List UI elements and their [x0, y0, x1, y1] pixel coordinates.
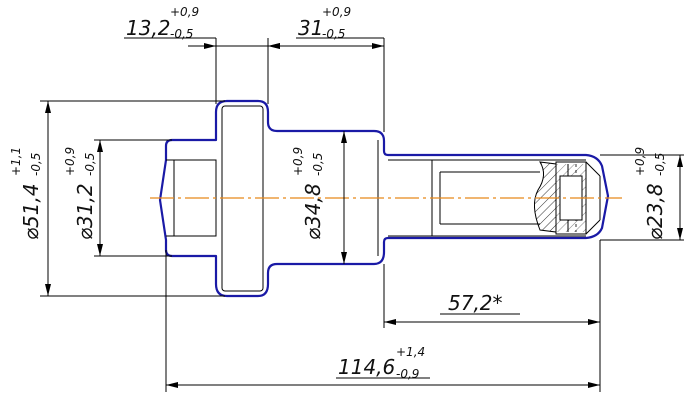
dim-d23-8-value: ⌀23,8 — [643, 183, 667, 240]
dim-d31-2-upper: +0,9 — [63, 147, 77, 176]
shaft-outline — [158, 99, 610, 298]
dim-d31-2: ⌀31,2 +0,9 -0,5 — [63, 147, 97, 240]
dim-d51-4: ⌀51,4 +1,1 -0,5 — [9, 147, 43, 240]
dim-31-value: 31 — [298, 16, 323, 40]
dim-d31-2-lower: -0,5 — [83, 153, 97, 176]
dim-d23-8-upper: +0,9 — [633, 147, 647, 176]
dimension-arrows — [45, 43, 683, 388]
dim-114-6-lower: -0,9 — [396, 367, 419, 381]
dim-114-6-value: 114,6 — [338, 355, 395, 379]
dim-d23-8-lower: -0,5 — [653, 153, 667, 176]
dim-d34-8-lower: -0,5 — [311, 153, 325, 176]
dim-d51-4-lower: -0,5 — [29, 153, 43, 176]
dim-13-2-upper: +0,9 — [170, 5, 199, 19]
shaft-inner-details — [166, 105, 601, 292]
dim-13-2: 13,2 +0,9 -0,5 — [126, 5, 199, 41]
dimension-lines — [40, 37, 684, 392]
dim-31-upper: +0,9 — [322, 5, 351, 19]
dim-57-2: 57,2* — [448, 291, 503, 315]
dim-d34-8-upper: +0,9 — [291, 147, 305, 176]
dim-31-lower: -0,5 — [322, 27, 345, 41]
dim-d34-8-value: ⌀34,8 — [301, 183, 325, 240]
dim-31: 31 +0,9 -0,5 — [298, 5, 351, 41]
dim-114-6-upper: +1,4 — [396, 345, 425, 359]
dim-d31-2-value: ⌀31,2 — [73, 183, 97, 240]
dim-114-6: 114,6 +1,4 -0,9 — [338, 345, 425, 381]
dim-d51-4-value: ⌀51,4 — [19, 183, 43, 240]
dim-13-2-value: 13,2 — [126, 16, 171, 40]
dim-13-2-lower: -0,5 — [170, 27, 193, 41]
dim-57-2-value: 57,2* — [448, 291, 503, 315]
dim-d51-4-upper: +1,1 — [9, 147, 23, 176]
dim-d23-8: ⌀23,8 +0,9 -0,5 — [633, 147, 667, 240]
dim-d34-8: ⌀34,8 +0,9 -0,5 — [291, 147, 325, 240]
